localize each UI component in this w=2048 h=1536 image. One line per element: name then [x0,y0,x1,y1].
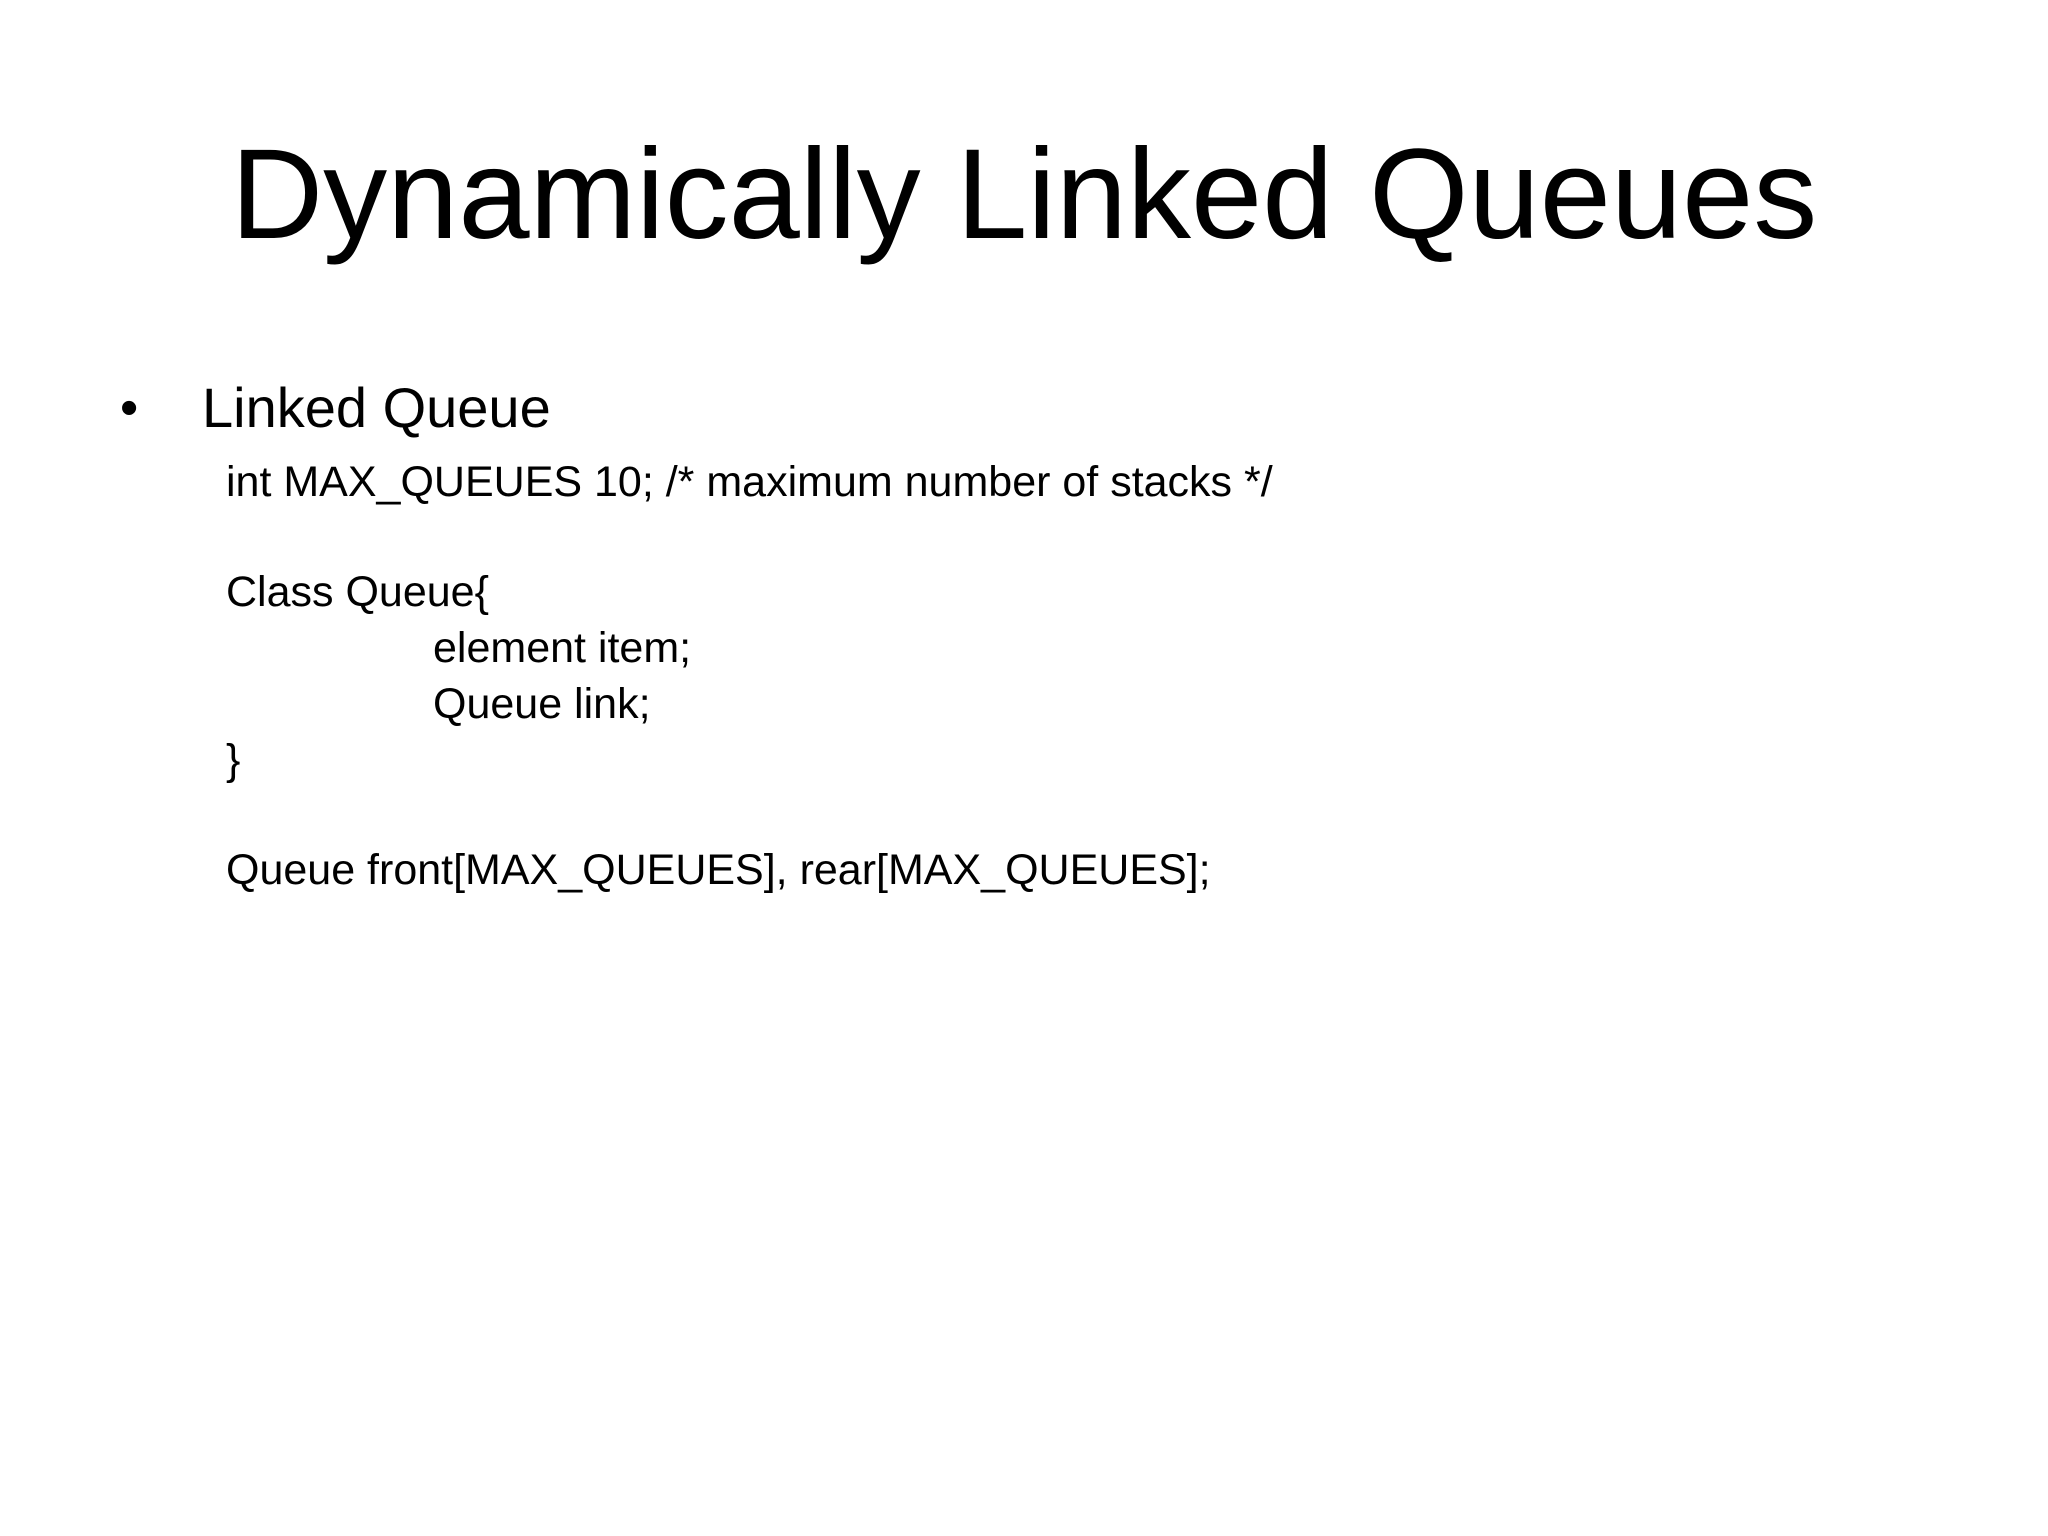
code-line-class-open: Class Queue{ [226,568,489,616]
code-line-element-item: element item; [433,624,692,672]
code-line-class-close: } [226,736,241,784]
code-line-queue-link: Queue link; [433,680,651,728]
bullet-marker: • [120,379,139,437]
code-line-front-rear: Queue front[MAX_QUEUES], rear[MAX_QUEUES… [226,846,1211,894]
code-line-max-queues: int MAX_QUEUES 10; /* maximum number of … [226,458,1273,506]
slide-title: Dynamically Linked Queues [230,123,1818,266]
bullet-text: Linked Queue [202,376,551,439]
